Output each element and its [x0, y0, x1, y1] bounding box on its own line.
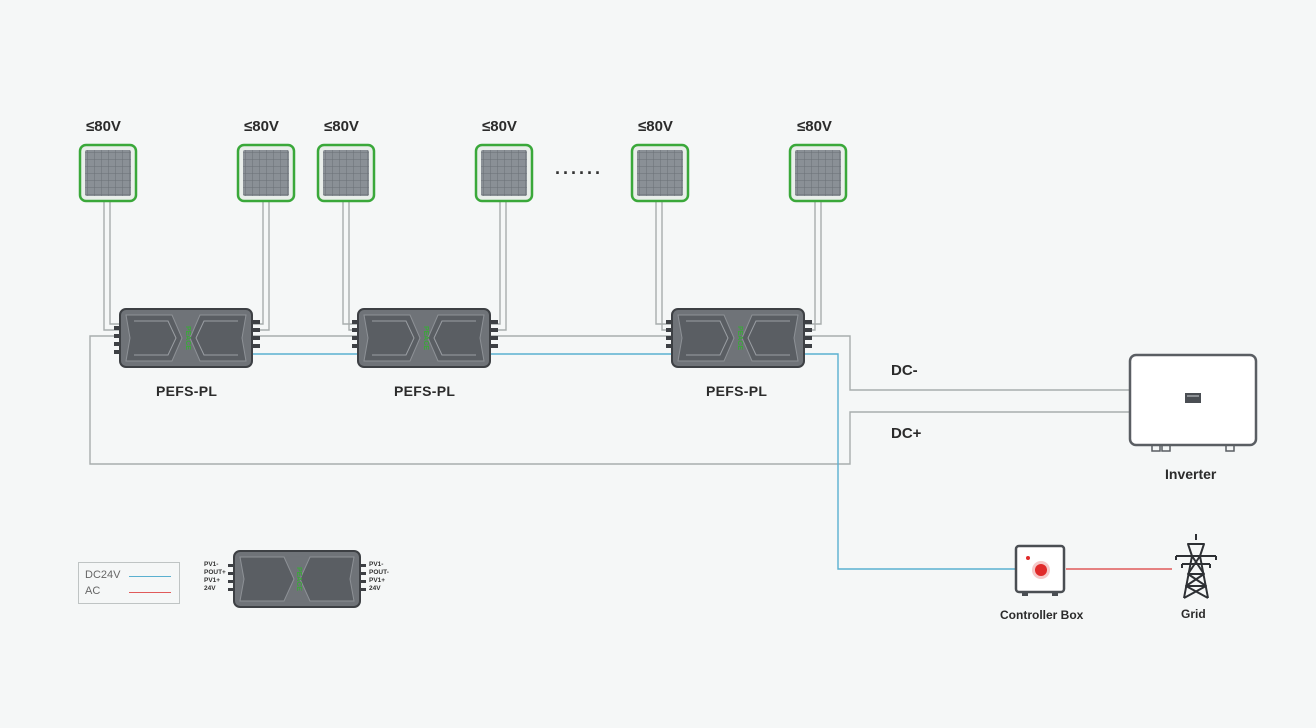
- pin-left-1: PV1-: [204, 561, 219, 568]
- legend-optimizer: PEACE: [228, 550, 366, 608]
- optimizer-2: PEACE: [357, 308, 491, 368]
- dc-plus-label: DC+: [891, 425, 922, 442]
- solar-panel-6: [788, 143, 848, 203]
- optimizer-3-label: PEFS-PL: [706, 383, 768, 399]
- optimizer-3: PEACE: [671, 308, 805, 368]
- dc24v-to-controller: [804, 353, 1016, 570]
- panel-6-wire: [804, 200, 822, 331]
- dc-minus-label: DC-: [891, 362, 918, 379]
- pin-left-3: PV1+: [204, 577, 221, 584]
- dc24v-wiring: [252, 353, 1016, 570]
- legend: DC24V AC: [78, 562, 180, 604]
- panel-4-wire: [490, 200, 507, 331]
- controller-box-icon: [1014, 544, 1066, 596]
- legend-dc24v-label: DC24V: [85, 569, 121, 581]
- inverter-label: Inverter: [1165, 466, 1217, 482]
- dc-wiring: [89, 200, 1130, 465]
- grid-label: Grid: [1181, 607, 1206, 621]
- more-panels-ellipsis: ......: [555, 158, 604, 178]
- legend-pins-right: PV1- POUT- PV1+ 24V: [369, 561, 389, 593]
- dc-plus-string: [89, 335, 1130, 465]
- optimizer-1-label: PEFS-PL: [156, 383, 218, 399]
- panel-2-wire: [252, 200, 270, 331]
- dc-minus-string: [804, 335, 1130, 391]
- panel-2-voltage: ≤80V: [244, 118, 279, 135]
- solar-panel-4: [474, 143, 534, 203]
- legend-ac-label: AC: [85, 585, 101, 597]
- controller-box-label: Controller Box: [1000, 608, 1084, 622]
- legend-ac-line: [129, 592, 171, 593]
- pin-right-2: POUT-: [369, 569, 389, 576]
- solar-panel-5: [630, 143, 690, 203]
- optimizer-connectors: [114, 320, 812, 354]
- optimizer-2-brand: PEACE: [422, 326, 429, 350]
- panel-5-voltage: ≤80V: [638, 118, 673, 135]
- legend-optimizer-brand: PEACE: [295, 567, 302, 591]
- panel-4-voltage: ≤80V: [482, 118, 517, 135]
- optimizer-2-label: PEFS-PL: [394, 383, 456, 399]
- optimizer-1-brand: PEACE: [184, 326, 191, 350]
- panel-5-wire: [655, 200, 672, 331]
- optimizer-3-brand: PEACE: [736, 326, 743, 350]
- pin-left-2: POUT+: [204, 569, 226, 576]
- solar-panel-3: [316, 143, 376, 203]
- pin-left-4: 24V: [204, 585, 216, 592]
- panel-6-voltage: ≤80V: [797, 118, 832, 135]
- pin-right-4: 24V: [369, 585, 381, 592]
- legend-pins-left: PV1- POUT+ PV1+ 24V: [204, 561, 226, 593]
- panel-1-voltage: ≤80V: [86, 118, 121, 135]
- optimizer-1: PEACE: [119, 308, 253, 368]
- pin-right-3: PV1+: [369, 577, 386, 584]
- panel-1-wire: [103, 200, 120, 331]
- solar-panel-1: [78, 143, 138, 203]
- pin-right-1: PV1-: [369, 561, 384, 568]
- solar-panel-2: [236, 143, 296, 203]
- panel-3-voltage: ≤80V: [324, 118, 359, 135]
- grid-tower-icon: [1175, 534, 1217, 599]
- inverter-icon: [1128, 353, 1258, 452]
- legend-dc24v-line: [129, 576, 171, 577]
- panel-3-wire: [342, 200, 358, 331]
